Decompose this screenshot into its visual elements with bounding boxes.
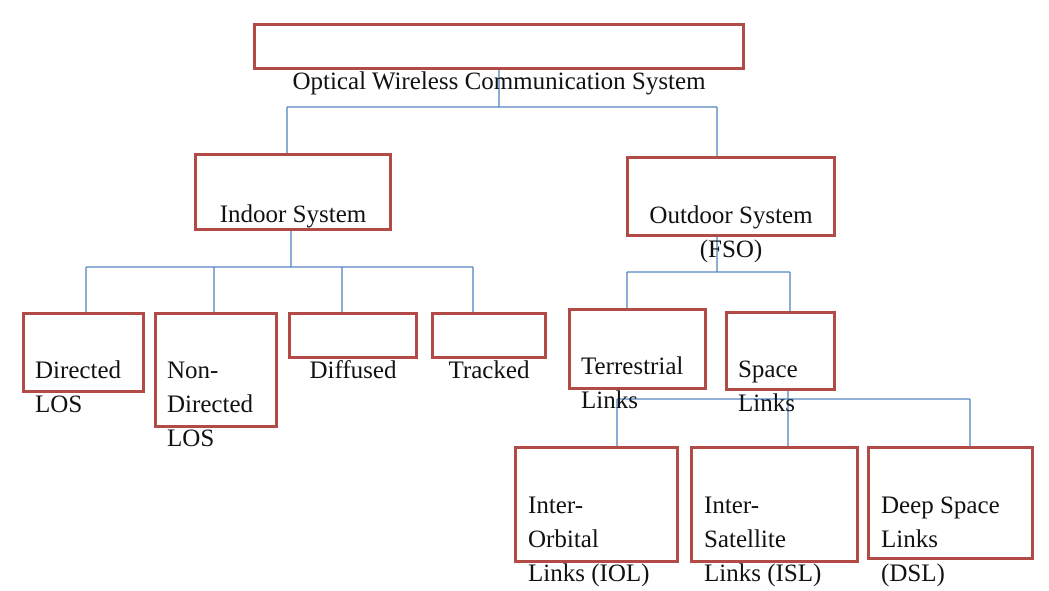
node-inter-orbital-links: Inter- Orbital Links (IOL) (514, 446, 679, 587)
node-label: Indoor System (219, 201, 367, 228)
node-label: Optical Wireless Communication System (292, 68, 706, 95)
node-outdoor-system: Outdoor System (FSO) (626, 156, 836, 263)
node-label: Tracked (448, 357, 530, 384)
node-label: Space Links (738, 356, 798, 417)
node-label: Directed LOS (35, 357, 122, 418)
node-directed-los: Directed LOS (22, 312, 145, 418)
node-optical-wireless-communication-system: Optical Wireless Communication System (253, 23, 745, 95)
connector-lines (85, 68, 971, 447)
node-terrestrial-links: Terrestrial Links (568, 308, 707, 414)
node-tracked: Tracked (431, 312, 547, 384)
node-deep-space-links: Deep Space Links (DSL) (867, 446, 1034, 587)
node-diffused: Diffused (288, 312, 418, 384)
node-space-links: Space Links (725, 311, 836, 417)
node-label: Non- Directed LOS (167, 357, 254, 452)
node-non-directed-los: Non- Directed LOS (154, 312, 278, 452)
node-label: Terrestrial Links (581, 353, 684, 414)
node-label: Diffused (309, 357, 397, 384)
node-indoor-system: Indoor System (194, 153, 392, 231)
node-inter-satellite-links: Inter- Satellite Links (ISL) (690, 446, 859, 587)
node-label: Outdoor System (FSO) (649, 202, 813, 263)
